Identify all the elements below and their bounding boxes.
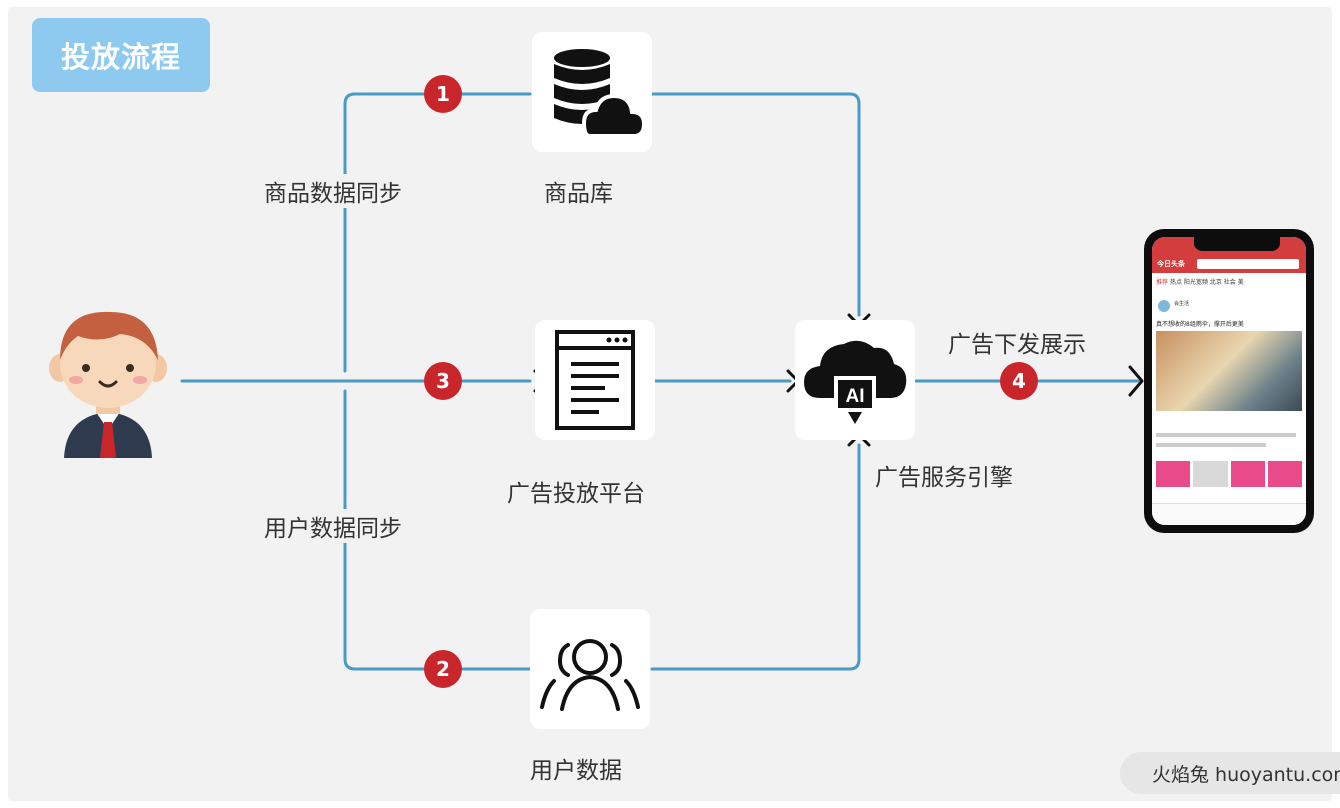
user-data-tile	[530, 609, 650, 729]
user-data-label: 用户数据	[528, 751, 624, 785]
phone-mockup: 今日头条 推荐 热点 阳光宽频 北京 社会 美 会生活 真不想收的8组雨伞，撑开…	[1144, 229, 1314, 533]
user-sync-label: 用户数据同步	[262, 509, 404, 543]
channel-tab: 阳光宽频	[1183, 279, 1208, 286]
document-window-icon	[555, 330, 635, 430]
user-group-icon	[540, 639, 640, 711]
user-avatar-icon	[49, 311, 167, 458]
bottom-tab-bar	[1152, 503, 1306, 525]
product-sync-label: 商品数据同步	[262, 174, 404, 208]
channel-tab: 北京	[1209, 279, 1222, 286]
ai-cloud-icon: AI	[804, 340, 907, 424]
channel-tab: 美	[1237, 279, 1244, 286]
step-badge-3: 3	[424, 362, 462, 400]
ai-icon-text: AI	[846, 386, 865, 407]
phone-screen: 今日头条 推荐 热点 阳光宽频 北京 社会 美 会生活 真不想收的8组雨伞，撑开…	[1152, 237, 1306, 525]
shop-ad-strip	[1156, 461, 1302, 487]
post-text-placeholder	[1156, 443, 1266, 447]
post-author: 会生活	[1174, 301, 1190, 307]
step-badge-4: 4	[1000, 362, 1038, 400]
user-to-engine	[650, 443, 861, 671]
channel-tab: 社会	[1223, 279, 1236, 286]
product-to-engine	[650, 92, 861, 317]
ad-delivery-label: 广告下发展示	[946, 325, 1088, 359]
app-search-box	[1197, 259, 1299, 269]
ad-platform-tile	[535, 320, 655, 440]
step-badge-2: 2	[424, 650, 462, 688]
arrowhead-phone	[1128, 365, 1144, 397]
product-db-label: 商品库	[542, 174, 615, 208]
product-db-tile	[532, 32, 652, 152]
database-cloud-icon	[554, 49, 644, 138]
post-text-placeholder	[1156, 433, 1296, 437]
post-avatar	[1158, 300, 1170, 312]
diagram-title: 投放流程	[32, 18, 210, 92]
phone-notch	[1194, 237, 1280, 251]
app-name: 今日头条	[1157, 260, 1185, 268]
ad-engine-label: 广告服务引擎	[873, 458, 1015, 492]
ad-platform-label: 广告投放平台	[505, 474, 647, 508]
ad-engine-tile: AI	[795, 320, 915, 440]
post-title: 真不想收的8组雨伞，撑开后更美	[1156, 321, 1244, 328]
step-badge-1: 1	[424, 75, 462, 113]
watermark: 火焰兔 huoyantu.com	[1120, 752, 1340, 794]
channel-tabs: 推荐 热点 阳光宽频 北京 社会 美	[1156, 277, 1244, 286]
post-image	[1156, 331, 1302, 411]
channel-tab: 推荐	[1156, 279, 1169, 286]
channel-tab: 热点	[1169, 279, 1182, 286]
sync-bracket	[343, 92, 532, 671]
